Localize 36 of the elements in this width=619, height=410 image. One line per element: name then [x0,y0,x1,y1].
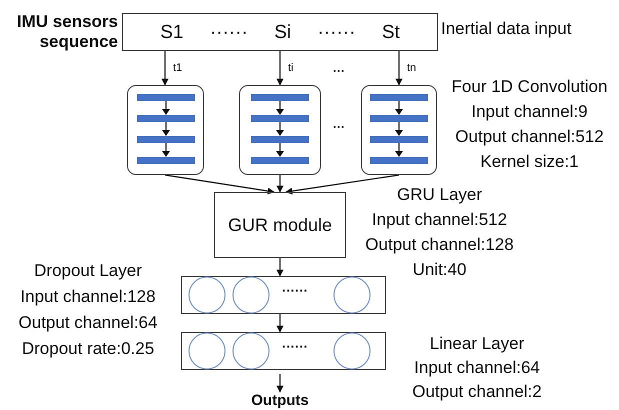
input-caption: Inertial data input [441,19,572,39]
layer-parameter: Input channel:512 [370,209,508,231]
edge-label: t1 [173,62,182,74]
convolution-block [239,85,321,175]
ellipsis: ··· [333,64,345,78]
sequence-element: St [382,22,400,42]
sequence-element: S1 [160,22,184,42]
layer-parameter: Input channel:64 [413,357,541,379]
layer-title: Dropout Layer [33,260,143,282]
input-sequence-box [122,13,438,51]
layer-parameter: Output channel:128 [364,234,515,256]
layer-parameter: Output channel:2 [411,381,543,403]
ellipsis: ······ [210,22,248,42]
ellipsis: ······ [282,283,308,298]
layer-parameter: Unit:40 [412,259,468,281]
sequence-caption: IMU sensors sequence [16,12,118,52]
convolution-block [127,85,204,175]
module-label: GUR module [228,214,332,236]
layer-parameter: Dropout rate:0.25 [20,338,156,360]
convolution-block [361,85,437,175]
output-label: Outputs [240,392,320,410]
ellipsis: ··· [333,120,345,134]
edge-label: ti [288,62,294,74]
layer-title: Linear Layer [428,333,526,355]
layer-parameter: Kernel size:1 [479,151,580,173]
sequence-element: Si [274,22,292,42]
layer-parameter: Input channel:9 [470,101,589,123]
ellipsis: ······ [282,339,308,354]
layer-parameter: Output channel:64 [18,312,158,334]
ellipsis: ······ [317,22,356,42]
module-box [214,192,346,258]
layer-title: Four 1D Convolution [450,76,608,98]
layer-title: GRU Layer [396,184,484,206]
layer-parameter: Input channel:128 [19,286,157,308]
layer-parameter: Output channel:512 [454,126,605,148]
edge-label: tn [407,62,416,74]
